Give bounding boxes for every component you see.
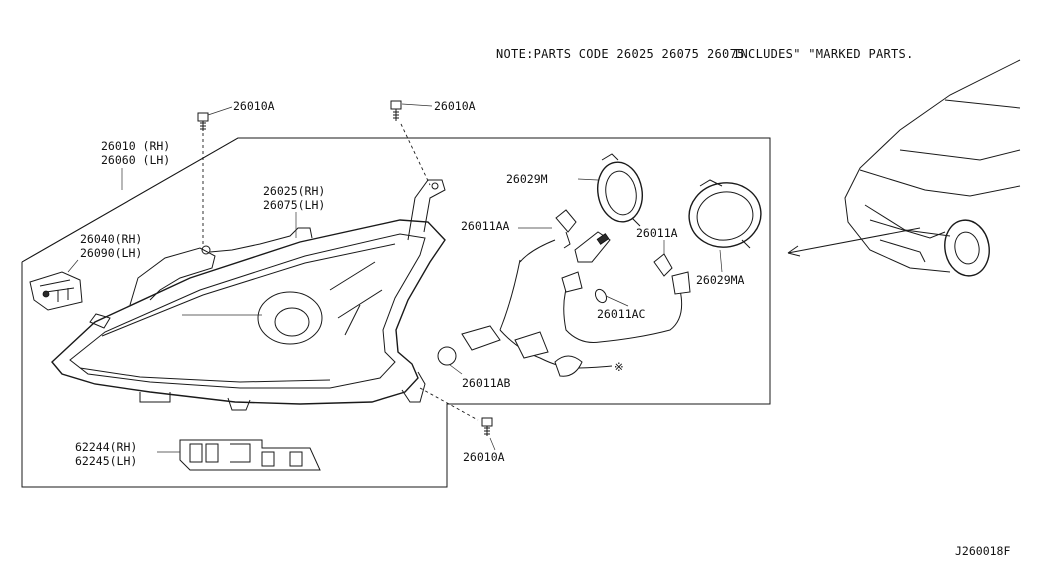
- diagram-id: J260018F: [955, 544, 1010, 558]
- label-housing-lh: 26060 (LH): [101, 153, 170, 167]
- label-lamp-lh: 26075(LH): [263, 198, 325, 212]
- leveling-actuator: [29, 259, 83, 311]
- bulb-ab: [437, 325, 501, 375]
- label-cover-ma: 26029MA: [696, 273, 745, 287]
- label-bracket-lh: 62245(LH): [75, 454, 137, 468]
- bulb-cover-m: [577, 153, 643, 227]
- note-overlap-code: 26075: [707, 47, 745, 61]
- mounting-bracket: [179, 439, 321, 471]
- label-bolt-top-left: 26010A: [233, 99, 275, 113]
- label-lamp-rh: 26025(RH): [263, 184, 325, 198]
- vehicle-illustration: [787, 59, 1021, 277]
- bulb-aa: [518, 209, 611, 263]
- note-text: NOTE:PARTS CODE 26025 26075: [496, 47, 699, 61]
- label-bolt-bottom: 26010A: [463, 450, 505, 464]
- bolt-top-left: [197, 106, 233, 246]
- bulb-ac: [594, 288, 629, 307]
- marked-symbol: ※: [614, 360, 624, 374]
- label-bulb-aa: 26011AA: [461, 219, 510, 233]
- assembly-frame: [21, 137, 771, 488]
- bulb-cover-ma: [688, 179, 762, 273]
- label-bulb-ab: 26011AB: [462, 376, 511, 390]
- label-cover-m: 26029M: [506, 172, 548, 186]
- note-header: NOTE:PARTS CODE 26025 26075 INCLUDES" "M…: [496, 47, 914, 61]
- label-bulb-ac: 26011AC: [597, 307, 646, 321]
- headlamp-housing: [51, 179, 446, 411]
- label-bolt-top-right: 26010A: [434, 99, 476, 113]
- bulb-a: [653, 240, 673, 277]
- label-housing-rh: 26010 (RH): [101, 139, 170, 153]
- label-actuator-lh: 26090(LH): [80, 246, 142, 260]
- note-overlap-text: INCLUDES" "MARKED PARTS.: [733, 47, 914, 61]
- wiring-harness: [499, 239, 691, 377]
- bolt-bottom: [419, 387, 496, 451]
- label-actuator-rh: 26040(RH): [80, 232, 142, 246]
- label-bulb-a: 26011A: [636, 226, 678, 240]
- bolt-top-right: [390, 100, 433, 186]
- label-bracket-rh: 62244(RH): [75, 440, 137, 454]
